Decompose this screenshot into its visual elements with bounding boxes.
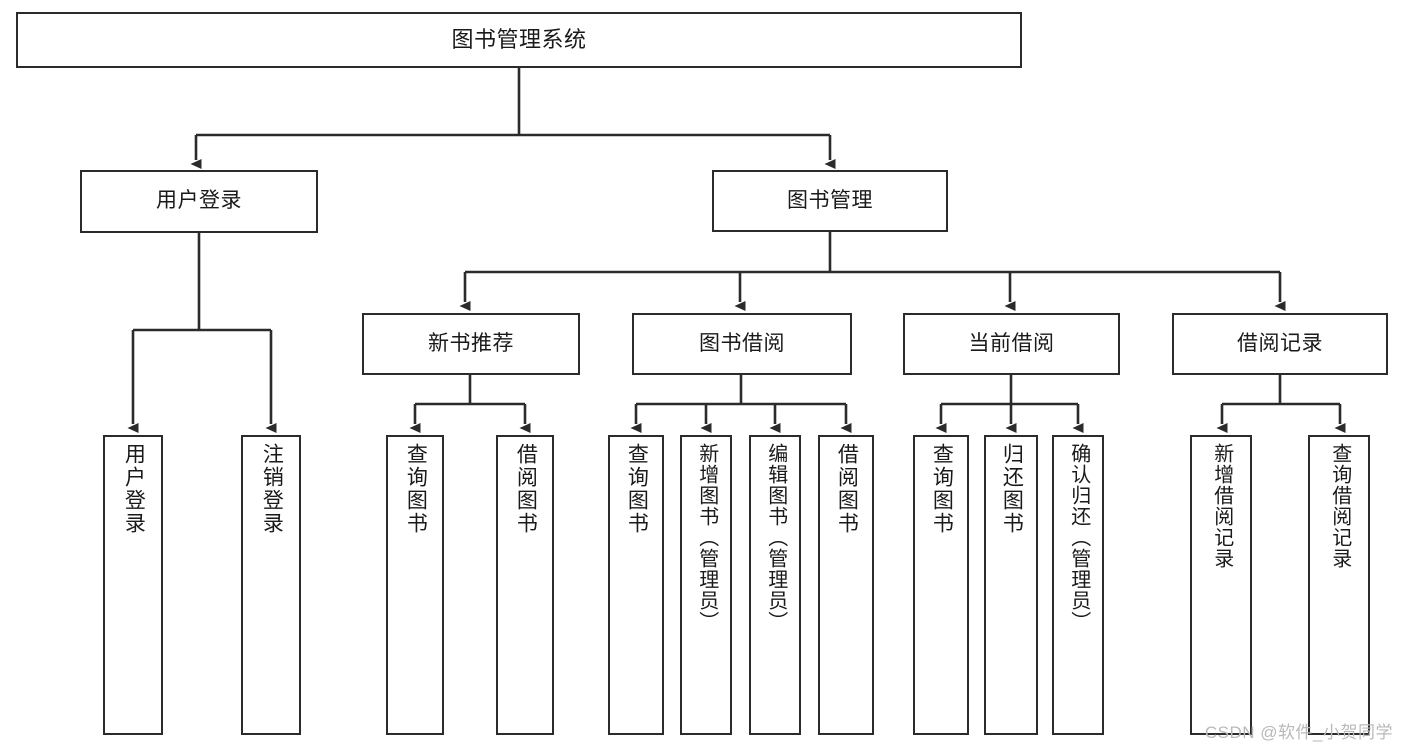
node-label: 归还图书 (1000, 443, 1024, 535)
node-current-borrow[interactable]: 当前借阅 (903, 313, 1120, 375)
leaf-borrow-book-2[interactable]: 借阅图书 (818, 435, 874, 735)
node-new-book-recommend[interactable]: 新书推荐 (362, 313, 580, 375)
leaf-query-book-1[interactable]: 查询图书 (386, 435, 444, 735)
leaf-query-record[interactable]: 查询借阅记录 (1308, 435, 1370, 735)
node-label: 确认归还（管理员） (1067, 443, 1090, 632)
node-label: 借阅图书 (514, 443, 538, 535)
node-user-login[interactable]: 用户登录 (80, 170, 318, 233)
node-label: 借阅记录 (1237, 331, 1323, 355)
node-label: 注销登录 (260, 443, 284, 535)
leaf-query-book-3[interactable]: 查询图书 (913, 435, 969, 735)
leaf-confirm-return[interactable]: 确认归还（管理员） (1052, 435, 1104, 735)
leaf-logout-login[interactable]: 注销登录 (241, 435, 301, 735)
node-label: 图书管理系统 (451, 26, 587, 52)
node-label: 新书推荐 (428, 331, 514, 355)
leaf-query-book-2[interactable]: 查询图书 (608, 435, 664, 735)
node-borrow-record[interactable]: 借阅记录 (1172, 313, 1388, 375)
node-book-management-system[interactable]: 图书管理系统 (16, 12, 1022, 68)
leaf-user-login[interactable]: 用户登录 (103, 435, 163, 735)
node-label: 借阅图书 (835, 443, 859, 535)
leaf-borrow-book-1[interactable]: 借阅图书 (496, 435, 554, 735)
node-label: 用户登录 (156, 189, 242, 213)
leaf-add-record[interactable]: 新增借阅记录 (1190, 435, 1252, 735)
node-label: 查询借阅记录 (1328, 443, 1351, 569)
node-label: 编辑图书（管理员） (764, 443, 787, 632)
leaf-add-book[interactable]: 新增图书（管理员） (680, 435, 732, 735)
node-label: 当前借阅 (968, 331, 1055, 355)
node-label: 查询图书 (404, 443, 428, 535)
node-label: 图书管理 (787, 188, 873, 212)
node-label: 用户登录 (122, 443, 146, 535)
node-label: 图书借阅 (699, 331, 785, 355)
leaf-edit-book[interactable]: 编辑图书（管理员） (749, 435, 801, 735)
node-book-manage[interactable]: 图书管理 (712, 170, 948, 232)
node-label: 新增借阅记录 (1210, 443, 1233, 569)
node-label: 新增图书（管理员） (695, 443, 718, 632)
leaf-return-book[interactable]: 归还图书 (984, 435, 1038, 735)
node-label: 查询图书 (625, 443, 649, 535)
node-label: 查询图书 (930, 443, 954, 535)
watermark: CSDN @软件_小贺同学 (1204, 723, 1393, 742)
node-book-borrow[interactable]: 图书借阅 (632, 313, 852, 375)
